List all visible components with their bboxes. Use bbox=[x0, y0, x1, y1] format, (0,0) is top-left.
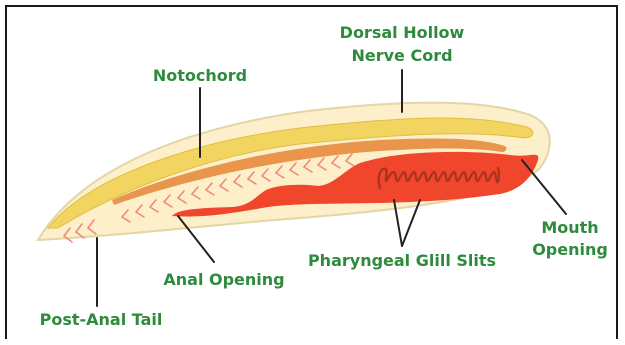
label-dorsal-nerve-cord-line1: Dorsal Hollow bbox=[340, 23, 465, 42]
label-pharyngeal-gill-slits: Pharyngeal Glill Slits bbox=[308, 251, 496, 270]
label-anal-opening: Anal Opening bbox=[163, 270, 284, 289]
mouth-leader bbox=[522, 160, 566, 214]
label-mouth-opening-line1: Mouth bbox=[541, 218, 598, 237]
label-post-anal-tail: Post-Anal Tail bbox=[40, 310, 163, 329]
label-notochord: Notochord bbox=[153, 66, 247, 85]
label-mouth-opening-line2: Opening bbox=[532, 240, 608, 259]
label-dorsal-nerve-cord-line2: Nerve Cord bbox=[351, 46, 452, 65]
